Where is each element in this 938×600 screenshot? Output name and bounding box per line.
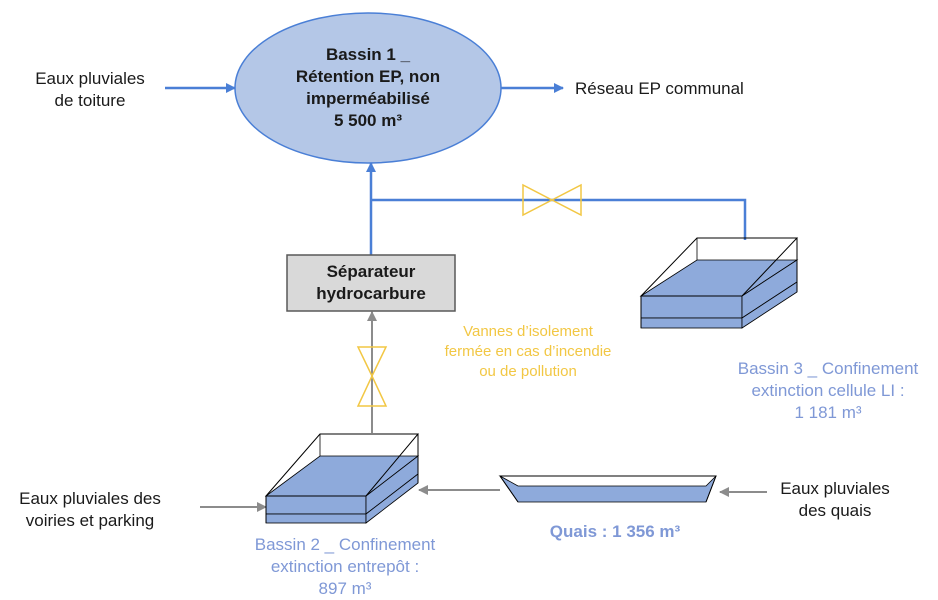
vertical-valve-icon (356, 346, 388, 407)
top-valve-icon (522, 183, 582, 217)
quays-line-1: Eaux pluviales (780, 479, 890, 498)
separator-box (286, 254, 456, 312)
basin2-line-3: 897 m³ (318, 579, 372, 598)
network-text: Réseau EP communal (575, 79, 744, 98)
roof-input-label: Eaux pluviales de toiture (10, 68, 170, 112)
basin3-label: Bassin 3 _ Confinement extinction cellul… (718, 358, 938, 424)
valves-note-label: Vannes d’isolement fermée en cas d’incen… (423, 322, 633, 382)
basin1-ellipse (234, 12, 502, 164)
network-output-label: Réseau EP communal (575, 78, 795, 100)
roads-input-label: Eaux pluviales des voiries et parking (0, 488, 180, 532)
basin2-label: Bassin 2 _ Confinement extinction entrep… (230, 534, 460, 600)
valves-note-line-1: Vannes d’isolement (463, 323, 593, 340)
quays-input-label: Eaux pluviales des quais (765, 478, 905, 522)
basin1-label: Bassin 1 _ Rétention EP, non imperméabil… (263, 44, 473, 132)
quais-label: Quais : 1 356 m³ (520, 521, 710, 543)
basin3-box-icon (639, 237, 799, 329)
basin1-line-4: 5 500 m³ (333, 111, 403, 130)
basin1-line-1: Bassin 1 _ (325, 45, 411, 64)
quays-line-2: des quais (798, 501, 872, 520)
valves-note-line-3: ou de pollution (479, 363, 577, 380)
basin1-line-2: Rétention EP, non (295, 67, 441, 86)
basin2-line-2: extinction entrepôt : (270, 557, 420, 576)
basin3-return-line (371, 198, 747, 240)
valves-note-line-2: fermée en cas d’incendie (444, 343, 612, 360)
basin2-line-1: Bassin 2 _ Confinement (254, 535, 436, 554)
roads-line-1: Eaux pluviales des (19, 489, 161, 508)
roof-line-1: Eaux pluviales (35, 69, 145, 88)
basin3-line-1: Bassin 3 _ Confinement (737, 359, 919, 378)
separator-line-2: hydrocarbure (316, 284, 426, 303)
quais-trough-icon (498, 475, 717, 503)
basin3-line-2: extinction cellule LI : (751, 381, 905, 400)
roof-line-2: de toiture (54, 91, 126, 110)
basin2-box-icon (264, 433, 420, 524)
roads-line-2: voiries et parking (25, 511, 155, 530)
basin3-line-3: 1 181 m³ (794, 403, 862, 422)
separator-line-1: Séparateur (326, 262, 416, 281)
quais-text: Quais : 1 356 m³ (549, 522, 681, 541)
basin1-line-3: imperméabilisé (306, 89, 430, 108)
separator-label: Séparateur hydrocarbure (287, 261, 455, 305)
